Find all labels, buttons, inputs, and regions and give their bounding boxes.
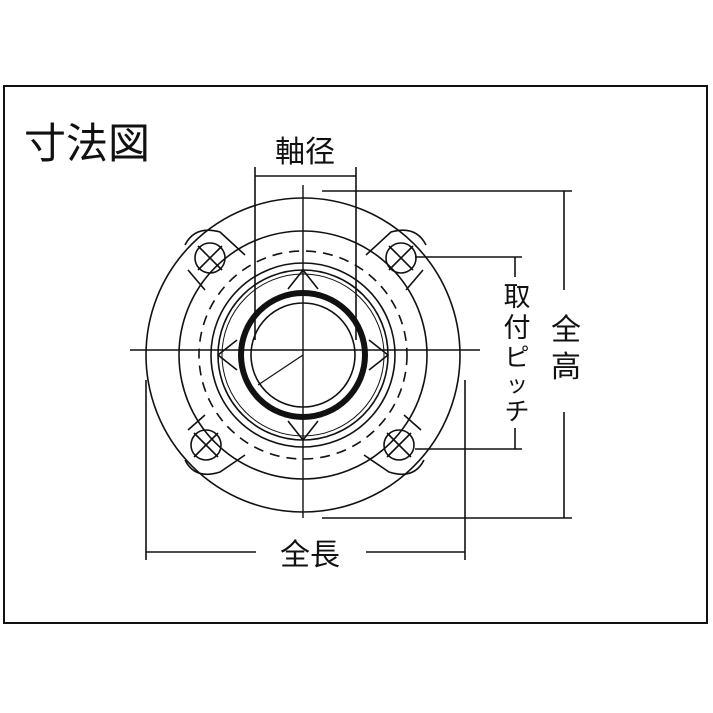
drawing-title: 寸法図 (24, 119, 150, 168)
overall-height-label: 全 高 (551, 313, 581, 385)
radius-line (257, 354, 304, 386)
bolt-hole-bottom-left (184, 414, 246, 476)
bottom-diamond (287, 420, 319, 441)
svg-text:チ: チ (504, 397, 529, 426)
shaft-diameter-label: 軸径 (275, 135, 335, 170)
bolt-hole-top-right (365, 229, 427, 291)
bolt-hole-top-left (184, 229, 246, 291)
mounting-pitch-label: 取 付 ピ ッ チ (504, 282, 531, 426)
svg-text:取: 取 (504, 282, 531, 313)
bolt-hole-bottom-right (363, 414, 425, 476)
svg-text:高: 高 (551, 350, 581, 385)
bolt-pitch-dashed-circle (198, 250, 408, 460)
svg-text:ッ: ッ (506, 373, 528, 398)
svg-text:全: 全 (551, 313, 581, 348)
svg-text:ピ: ピ (504, 343, 529, 372)
top-diamond (287, 269, 319, 290)
drawing-frame (3, 85, 708, 624)
flange-unit-drawing (130, 185, 480, 518)
right-diamond (368, 339, 389, 371)
dimension-lines (145, 167, 572, 560)
svg-text:付: 付 (504, 313, 531, 344)
overall-length-label: 全長 (280, 538, 340, 573)
left-diamond (217, 339, 238, 371)
